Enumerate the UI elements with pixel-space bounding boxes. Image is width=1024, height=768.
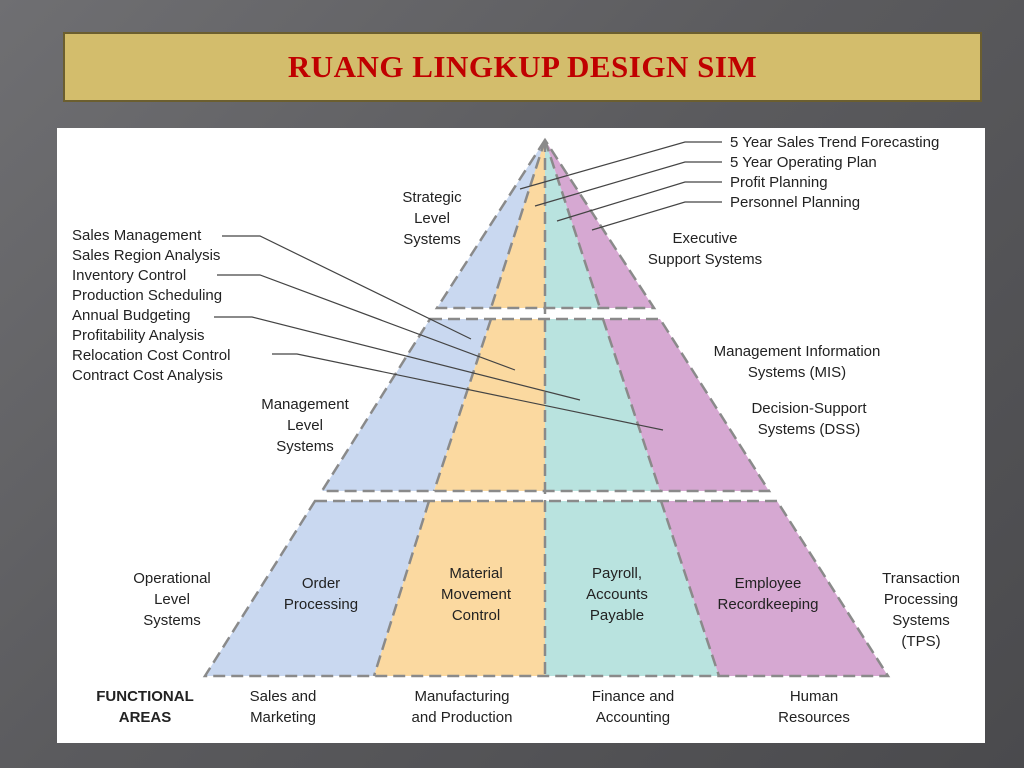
executive-items: 5 Year Sales Trend Forecasting 5 Year Op… bbox=[730, 134, 939, 211]
strategic-level-label: Strategic Level Systems bbox=[402, 189, 462, 248]
mgmt-item: Sales Management bbox=[72, 227, 202, 244]
system-label-line: Systems (DSS) bbox=[758, 421, 861, 438]
mgmt-item: Inventory Control bbox=[72, 267, 186, 284]
payroll-label: Payroll, Accounts Payable bbox=[586, 565, 648, 624]
order-processing-label: Order Processing bbox=[284, 575, 358, 613]
functional-finance: Finance and Accounting bbox=[592, 688, 675, 726]
management-sales-region bbox=[322, 319, 491, 491]
divider-mid-right bbox=[601, 318, 662, 492]
cell-label-line: Recordkeeping bbox=[718, 596, 819, 613]
system-label-line: Management Information bbox=[714, 343, 881, 360]
mgmt-item: Contract Cost Analysis bbox=[72, 367, 223, 384]
leader-exec-2 bbox=[534, 161, 722, 207]
management-hr-region bbox=[603, 319, 769, 491]
divider-mid-left bbox=[432, 318, 493, 492]
cell-label-line: Payroll, bbox=[592, 565, 642, 582]
functional-hr: Human Resources bbox=[778, 688, 850, 726]
level-label-line: Operational bbox=[133, 570, 211, 587]
functional-area-line: Marketing bbox=[250, 709, 316, 726]
functional-sales: Sales and Marketing bbox=[250, 688, 317, 726]
level-label-line: Level bbox=[154, 591, 190, 608]
management-level-label: Management Level Systems bbox=[261, 396, 349, 455]
management-outline bbox=[319, 317, 772, 493]
divider-top-left bbox=[489, 139, 547, 309]
cell-label-line: Movement bbox=[441, 586, 512, 603]
leader-exec-3 bbox=[556, 181, 722, 222]
operational-sales-region bbox=[205, 501, 429, 676]
employee-recordkeeping-label: Employee Recordkeeping bbox=[718, 575, 819, 613]
cell-label-line: Processing bbox=[284, 596, 358, 613]
functional-manufacturing: Manufacturing and Production bbox=[412, 688, 513, 726]
operational-manufacturing-region bbox=[374, 501, 545, 676]
level-label-line: Systems bbox=[403, 231, 461, 248]
management-items: Sales Management Sales Region Analysis I… bbox=[72, 227, 230, 384]
exec-item: Profit Planning bbox=[730, 174, 828, 191]
cell-label-line: Accounts bbox=[586, 586, 648, 603]
tps-label: Transaction Processing Systems (TPS) bbox=[882, 570, 960, 650]
leader-mgmt-1 bbox=[222, 235, 472, 340]
pyramid-diagram: 5 Year Sales Trend Forecasting 5 Year Op… bbox=[72, 134, 960, 726]
operational-hr-region bbox=[661, 501, 888, 676]
functional-area-line: Resources bbox=[778, 709, 850, 726]
leader-mgmt-2 bbox=[217, 274, 516, 371]
management-manufacturing-region bbox=[434, 319, 545, 491]
system-label-line: Executive bbox=[672, 230, 737, 247]
level-label-line: Level bbox=[414, 210, 450, 227]
system-label-line: Transaction bbox=[882, 570, 960, 587]
cell-label-line: Material bbox=[449, 565, 502, 582]
functional-areas-heading: FUNCTIONAL AREAS bbox=[96, 688, 194, 726]
functional-area-line: Manufacturing bbox=[414, 688, 509, 705]
functional-area-line: Human bbox=[790, 688, 838, 705]
cell-label-line: Payable bbox=[590, 607, 644, 624]
level-label-line: Management bbox=[261, 396, 349, 413]
ess-label: Executive Support Systems bbox=[648, 230, 762, 268]
operational-outline bbox=[202, 499, 891, 678]
system-label-line: Decision-Support bbox=[751, 400, 867, 417]
exec-item: Personnel Planning bbox=[730, 194, 860, 211]
mis-label: Management Information Systems (MIS) bbox=[714, 343, 881, 381]
management-finance-region bbox=[545, 319, 660, 491]
functional-area-line: Sales and bbox=[250, 688, 317, 705]
leader-exec-1 bbox=[519, 141, 722, 190]
leader-lines bbox=[214, 141, 722, 431]
divider-top-right bbox=[543, 139, 602, 309]
level-label-line: Strategic bbox=[402, 189, 462, 206]
tier-management bbox=[322, 319, 769, 491]
material-movement-label: Material Movement Control bbox=[441, 565, 512, 624]
level-label-line: Systems bbox=[276, 438, 334, 455]
system-label-line: Systems (MIS) bbox=[748, 364, 846, 381]
level-label-line: Level bbox=[287, 417, 323, 434]
system-label-line: Support Systems bbox=[648, 251, 762, 268]
operational-level-label: Operational Level Systems bbox=[133, 570, 211, 629]
leader-mgmt-3 bbox=[214, 316, 581, 401]
functional-area-line: and Production bbox=[412, 709, 513, 726]
cell-label-line: Control bbox=[452, 607, 500, 624]
mgmt-item: Profitability Analysis bbox=[72, 327, 205, 344]
divider-bottom-left bbox=[372, 500, 431, 677]
title-banner: RUANG LINGKUP DESIGN SIM bbox=[63, 32, 982, 102]
functional-area-line: Accounting bbox=[596, 709, 670, 726]
mgmt-item: Annual Budgeting bbox=[72, 307, 190, 324]
functional-area-line: Finance and bbox=[592, 688, 675, 705]
system-label-line: Systems bbox=[892, 612, 950, 629]
exec-item: 5 Year Sales Trend Forecasting bbox=[730, 134, 939, 151]
exec-item: 5 Year Operating Plan bbox=[730, 154, 877, 171]
dss-label: Decision-Support Systems (DSS) bbox=[751, 400, 867, 438]
system-label-line: Processing bbox=[884, 591, 958, 608]
mgmt-item: Production Scheduling bbox=[72, 287, 222, 304]
dashed-outlines bbox=[202, 137, 891, 678]
functional-heading-line: FUNCTIONAL bbox=[96, 688, 194, 705]
diagram-panel: 5 Year Sales Trend Forecasting 5 Year Op… bbox=[57, 128, 985, 743]
cell-label-line: Order bbox=[302, 575, 340, 592]
level-label-line: Systems bbox=[143, 612, 201, 629]
slide-title: RUANG LINGKUP DESIGN SIM bbox=[287, 49, 758, 84]
mgmt-item: Sales Region Analysis bbox=[72, 247, 220, 264]
cell-label-line: Employee bbox=[735, 575, 802, 592]
leader-exec-4 bbox=[591, 201, 722, 231]
divider-bottom-right bbox=[659, 500, 721, 677]
system-label-line: (TPS) bbox=[901, 633, 940, 650]
mgmt-item: Relocation Cost Control bbox=[72, 347, 230, 364]
functional-heading-line: AREAS bbox=[119, 709, 172, 726]
leader-mgmt-4 bbox=[272, 353, 664, 431]
